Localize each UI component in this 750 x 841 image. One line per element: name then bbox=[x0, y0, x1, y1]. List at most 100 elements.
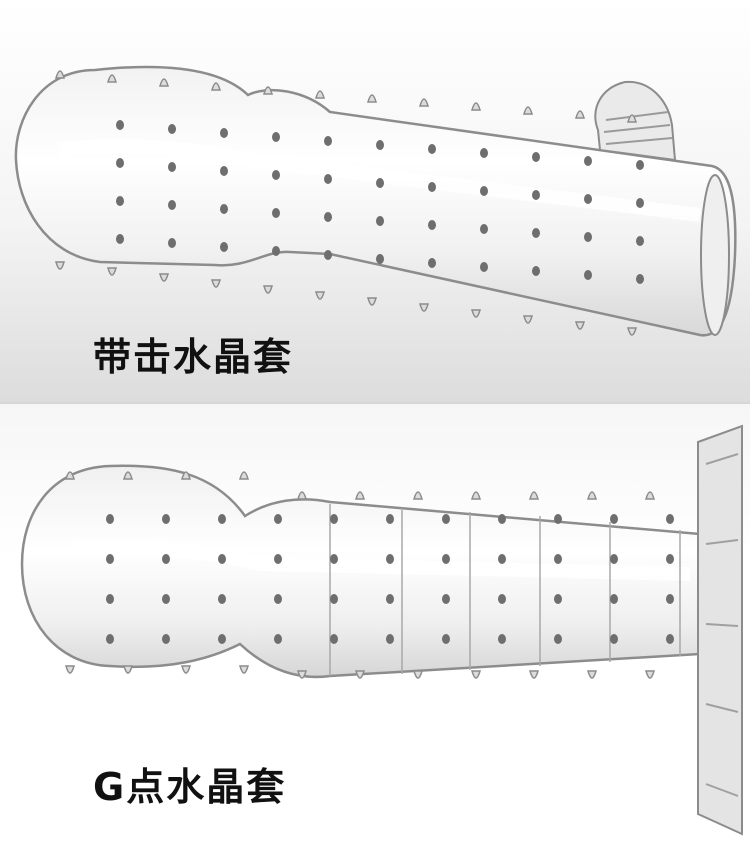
product-caption: G点水晶套 bbox=[93, 765, 287, 809]
texture-dot bbox=[480, 186, 488, 196]
texture-dot bbox=[584, 232, 592, 242]
texture-spike bbox=[471, 670, 481, 679]
texture-dot bbox=[168, 124, 176, 134]
texture-spike bbox=[523, 106, 533, 115]
texture-dot bbox=[220, 204, 228, 214]
texture-dot bbox=[116, 234, 124, 244]
texture-dot bbox=[498, 514, 506, 524]
texture-spike bbox=[627, 327, 637, 336]
texture-dot bbox=[330, 634, 338, 644]
texture-spike bbox=[159, 273, 169, 282]
texture-dot bbox=[218, 554, 226, 564]
texture-dot bbox=[376, 216, 384, 226]
texture-dot bbox=[218, 634, 226, 644]
texture-dot bbox=[116, 196, 124, 206]
texture-dot bbox=[442, 634, 450, 644]
texture-dot bbox=[554, 514, 562, 524]
texture-dot bbox=[386, 594, 394, 604]
texture-dot bbox=[428, 220, 436, 230]
texture-dot bbox=[274, 634, 282, 644]
texture-dot bbox=[376, 178, 384, 188]
product-panel-bottom: G点水晶套 bbox=[0, 404, 750, 841]
texture-spike bbox=[471, 491, 481, 500]
texture-spike bbox=[211, 279, 221, 288]
texture-dot bbox=[168, 162, 176, 172]
texture-dot bbox=[584, 194, 592, 204]
texture-dot bbox=[272, 246, 280, 256]
texture-dot bbox=[116, 120, 124, 130]
texture-dot bbox=[480, 262, 488, 272]
texture-dot bbox=[218, 594, 226, 604]
texture-dot bbox=[498, 554, 506, 564]
texture-spike bbox=[55, 70, 65, 79]
texture-dot bbox=[324, 174, 332, 184]
texture-dot bbox=[442, 594, 450, 604]
texture-dot bbox=[666, 594, 674, 604]
texture-dot bbox=[386, 514, 394, 524]
texture-dot bbox=[272, 170, 280, 180]
texture-dot bbox=[274, 514, 282, 524]
texture-dot bbox=[386, 634, 394, 644]
texture-dot bbox=[272, 208, 280, 218]
texture-dot bbox=[330, 554, 338, 564]
texture-spike bbox=[159, 78, 169, 87]
texture-dot bbox=[218, 514, 226, 524]
texture-dot bbox=[220, 166, 228, 176]
texture-dot bbox=[386, 554, 394, 564]
texture-spike bbox=[645, 491, 655, 500]
texture-dot bbox=[220, 128, 228, 138]
texture-dot bbox=[168, 200, 176, 210]
texture-spike bbox=[587, 670, 597, 679]
texture-spike bbox=[297, 670, 307, 679]
texture-dot bbox=[666, 634, 674, 644]
texture-dot bbox=[428, 258, 436, 268]
texture-dot bbox=[376, 140, 384, 150]
texture-dot bbox=[442, 514, 450, 524]
texture-dot bbox=[532, 266, 540, 276]
texture-dot bbox=[106, 554, 114, 564]
texture-dot bbox=[554, 634, 562, 644]
texture-spike bbox=[413, 491, 423, 500]
texture-dot bbox=[610, 514, 618, 524]
texture-dot bbox=[330, 514, 338, 524]
texture-spike bbox=[413, 670, 423, 679]
texture-dot bbox=[532, 152, 540, 162]
studded-crystal-sleeve-image bbox=[14, 65, 737, 337]
texture-spike bbox=[587, 491, 597, 500]
texture-dot bbox=[106, 634, 114, 644]
texture-dot bbox=[666, 554, 674, 564]
texture-dot bbox=[498, 634, 506, 644]
texture-spike bbox=[263, 86, 273, 95]
texture-spike bbox=[315, 291, 325, 300]
texture-dot bbox=[610, 554, 618, 564]
texture-spike bbox=[575, 110, 585, 119]
texture-dot bbox=[532, 228, 540, 238]
texture-spike bbox=[181, 471, 191, 480]
texture-spike bbox=[523, 315, 533, 324]
texture-spike bbox=[367, 297, 377, 306]
texture-spike bbox=[627, 114, 637, 123]
texture-dot bbox=[162, 594, 170, 604]
texture-dot bbox=[116, 158, 124, 168]
texture-spike bbox=[181, 665, 191, 674]
texture-dot bbox=[220, 242, 228, 252]
texture-spike bbox=[239, 471, 249, 480]
texture-dot bbox=[428, 182, 436, 192]
texture-dot bbox=[168, 238, 176, 248]
texture-dot bbox=[584, 156, 592, 166]
texture-spike bbox=[419, 98, 429, 107]
texture-dot bbox=[106, 514, 114, 524]
texture-spike bbox=[419, 303, 429, 312]
g-spot-crystal-sleeve-image bbox=[20, 424, 743, 836]
texture-dot bbox=[428, 144, 436, 154]
texture-dot bbox=[610, 634, 618, 644]
texture-spike bbox=[297, 491, 307, 500]
texture-spike bbox=[315, 90, 325, 99]
panel-divider bbox=[0, 402, 750, 405]
texture-spike bbox=[107, 74, 117, 83]
texture-dot bbox=[636, 236, 644, 246]
texture-dot bbox=[636, 160, 644, 170]
texture-dot bbox=[636, 274, 644, 284]
texture-spike bbox=[529, 670, 539, 679]
texture-dot bbox=[162, 554, 170, 564]
